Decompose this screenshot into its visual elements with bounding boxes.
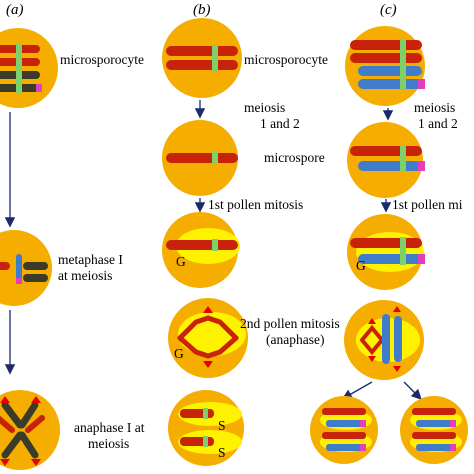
microsporocyte-cell-b — [162, 18, 242, 98]
generative-cell-c-right — [400, 396, 468, 464]
panel-label-b: (b) — [193, 2, 211, 18]
metaphase-cell-a — [0, 230, 52, 306]
microsporocyte-cell-c — [345, 26, 425, 106]
label-g-2: G — [174, 346, 184, 361]
second-pollen-mitosis-cell-b — [168, 298, 248, 378]
label-meiosis-b-line2: 1 and 2 — [260, 116, 300, 131]
first-pollen-mitosis-cell-c — [347, 214, 425, 290]
label-first-pollen-mitosis-b: 1st pollen mitosis — [208, 197, 304, 212]
panel-label-a: (a) — [6, 2, 24, 18]
label-meiosis-b-line1: meiosis — [244, 100, 286, 115]
microsporocyte-cell-a — [0, 28, 58, 108]
label-metaphase-line1: metaphase I — [58, 252, 123, 267]
label-microsporocyte-a: microsporocyte — [60, 52, 144, 67]
anaphase-cell-a — [0, 390, 60, 470]
arrow-c4 — [403, 381, 422, 400]
label-second-pollen-mitosis-line1: 2nd pollen mitosis — [240, 316, 340, 331]
label-anaphase-line2: meiosis — [88, 436, 130, 451]
label-s-2: S — [218, 445, 226, 460]
generative-cell-c-left — [310, 396, 378, 464]
label-microsporocyte-b: microsporocyte — [244, 52, 328, 67]
arrow-c3 — [341, 381, 373, 400]
label-meiosis-c-line2: 1 and 2 — [418, 116, 458, 131]
label-second-pollen-mitosis-line2: (anaphase) — [266, 332, 325, 347]
second-pollen-mitosis-cell-c — [344, 300, 424, 380]
first-pollen-mitosis-cell-b — [162, 212, 240, 288]
label-metaphase-line2: at meiosis — [58, 268, 113, 283]
generative-cells-b — [168, 390, 244, 466]
microspore-cell-c — [347, 122, 425, 198]
label-g-3: G — [356, 258, 366, 273]
microspore-cell-b — [162, 120, 238, 196]
label-anaphase-line1: anaphase I at — [74, 420, 145, 435]
label-first-pollen-mitosis-c: 1st pollen mi — [392, 197, 463, 212]
label-microspore: microspore — [264, 150, 325, 165]
label-g-1: G — [176, 254, 186, 269]
panel-label-c: (c) — [380, 2, 397, 18]
label-s-1: S — [218, 418, 226, 433]
label-meiosis-c-line1: meiosis — [414, 100, 456, 115]
